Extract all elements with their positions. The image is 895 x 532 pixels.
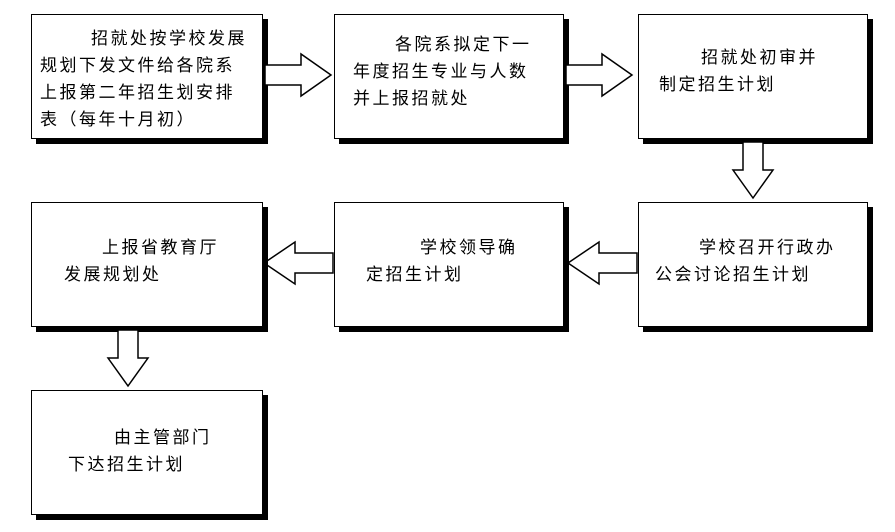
step-2-line-1: 各院系拟定下一: [395, 35, 532, 55]
arrow-right-1-shape: [264, 52, 333, 98]
step-2-line-2: 年度招生专业与人数: [353, 62, 529, 82]
arrow-left-2: [262, 240, 334, 286]
step-3-line-1: 招就处初审并: [701, 48, 818, 68]
step-2-box: 各院系拟定下一 年度招生专业与人数 并上报招就处: [334, 14, 564, 139]
step-6-box: 上报省教育厅 发展规划处: [31, 202, 263, 327]
arrow-right-1: [264, 52, 333, 98]
step-3-box: 招就处初审并 制定招生计划: [638, 14, 868, 139]
step-2-line-3: 并上报招就处: [353, 89, 470, 109]
step-5-line-1: 学校领导确: [420, 238, 518, 258]
step-7-line-2: 下达招生计划: [68, 455, 185, 475]
arrow-down-2-shape: [106, 329, 150, 388]
step-7-box: 由主管部门 下达招生计划: [31, 390, 263, 515]
arrow-left-2-shape: [262, 240, 334, 286]
step-6-line-1: 上报省教育厅: [102, 238, 219, 258]
arrow-left-1: [566, 240, 638, 286]
step-1-line-3: 上报第二年招生划安排: [40, 83, 235, 103]
step-7-line-1: 由主管部门: [114, 428, 212, 448]
step-5-box: 学校领导确 定招生计划: [334, 202, 564, 327]
step-5-line-2: 定招生计划: [366, 265, 464, 285]
arrow-right-2: [565, 52, 634, 98]
arrow-right-2-shape: [565, 52, 634, 98]
step-6-line-2: 发展规划处: [64, 265, 162, 285]
step-1-line-4: 表（每年十月初）: [40, 110, 196, 130]
step-4-line-2: 公会讨论招生计划: [655, 265, 811, 285]
step-1-line-2: 规划下发文件给各院系: [40, 56, 235, 76]
arrow-left-1-shape: [566, 240, 638, 286]
arrow-down-1: [731, 141, 775, 200]
step-3-line-2: 制定招生计划: [659, 75, 776, 95]
arrow-down-1-shape: [731, 141, 775, 200]
step-1-box: 招就处按学校发展 规划下发文件给各院系 上报第二年招生划安排 表（每年十月初）: [31, 14, 263, 139]
step-4-line-1: 学校召开行政办: [699, 238, 836, 258]
arrow-down-2: [106, 329, 150, 388]
step-4-box: 学校召开行政办 公会讨论招生计划: [638, 202, 868, 327]
step-1-line-1: 招就处按学校发展: [91, 29, 247, 49]
